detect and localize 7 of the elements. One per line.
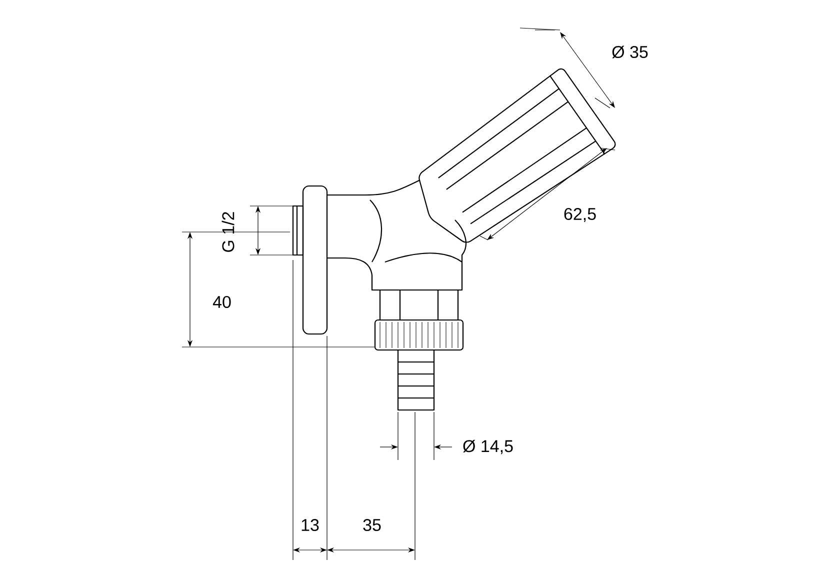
- dimension-label: 35: [363, 518, 381, 532]
- dimension-label: 62,5: [564, 208, 596, 222]
- dimension-label: 13: [302, 518, 319, 532]
- dimension-label: Ø 35: [612, 46, 648, 58]
- dimension-label: 40: [212, 296, 231, 308]
- dimension-label: G 1/2: [222, 212, 234, 252]
- dimension-label: Ø 14,5: [463, 440, 513, 454]
